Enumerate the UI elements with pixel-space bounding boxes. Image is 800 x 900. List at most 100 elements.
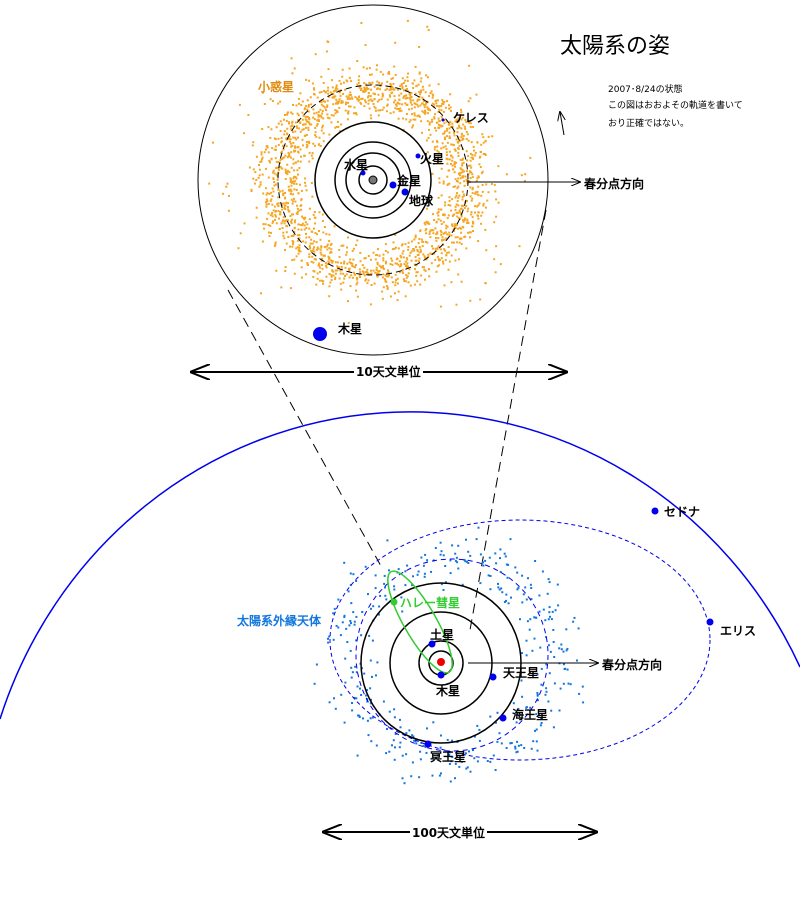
scatter-dot <box>369 717 372 720</box>
scatter-dot <box>351 709 354 712</box>
scatter-dot <box>303 218 306 221</box>
scatter-dot <box>304 118 307 121</box>
scatter-dot <box>313 112 316 115</box>
ceres-orbit <box>277 84 469 276</box>
scatter-dot <box>313 227 315 230</box>
scatter-dot <box>517 708 520 710</box>
scatter-dot <box>443 136 446 139</box>
scatter-dot <box>408 108 411 111</box>
scatter-dot <box>466 133 469 136</box>
scatter-dot <box>314 127 317 129</box>
sedna-label: セドナ <box>664 505 701 519</box>
scatter-dot <box>417 105 420 108</box>
scatter-dot <box>297 239 299 242</box>
scatter-dot <box>280 141 283 144</box>
scatter-dot <box>328 635 331 638</box>
scatter-dot <box>278 217 280 220</box>
scatter-dot <box>313 252 316 255</box>
scatter-dot <box>338 255 341 258</box>
scatter-dot <box>370 607 372 610</box>
scatter-dot <box>425 139 428 142</box>
scatter-dot <box>414 268 416 271</box>
scatter-dot <box>306 120 308 123</box>
scatter-dot <box>305 143 308 146</box>
scatter-dot <box>327 68 330 71</box>
scatter-dot <box>547 700 550 703</box>
scatter-dot <box>408 120 411 123</box>
scatter-dot <box>441 102 444 105</box>
scatter-dot <box>340 288 343 291</box>
scatter-dot <box>419 91 422 94</box>
scatter-dot <box>326 263 329 266</box>
scatter-dot <box>316 119 319 122</box>
scatter-dot <box>386 87 389 90</box>
scatter-dot <box>292 104 294 106</box>
scatter-dot <box>482 204 485 207</box>
scatter-dot <box>392 111 395 114</box>
scatter-dot <box>336 269 339 272</box>
scatter-dot <box>482 202 485 205</box>
scatter-dot <box>258 174 261 177</box>
scatter-dot <box>263 227 266 230</box>
scatter-dot <box>431 120 434 123</box>
scatter-dot <box>307 121 310 124</box>
scatter-dot <box>389 88 392 91</box>
scatter-dot <box>281 158 284 160</box>
scatter-dot <box>405 94 408 97</box>
scatter-dot <box>582 701 585 704</box>
scatter-dot <box>286 113 289 116</box>
scatter-dot <box>325 50 328 53</box>
scatter-dot <box>438 120 441 122</box>
scatter-dot <box>437 117 440 120</box>
scatter-dot <box>400 244 403 247</box>
scatter-dot <box>322 124 324 127</box>
scatter-dot <box>384 243 387 246</box>
scatter-dot <box>345 253 348 256</box>
scatter-dot <box>442 554 445 557</box>
scatter-dot <box>318 114 321 117</box>
scatter-dot <box>540 717 543 720</box>
scatter-dot <box>364 257 367 260</box>
scatter-dot <box>338 248 341 251</box>
scatter-dot <box>282 192 284 195</box>
scatter-dot <box>462 157 464 160</box>
scatter-dot <box>422 98 425 101</box>
scatter-dot <box>494 769 497 771</box>
scatter-dot <box>297 97 300 100</box>
scatter-dot <box>280 150 283 153</box>
scatter-dot <box>302 144 304 147</box>
scatter-dot <box>451 159 454 162</box>
scatter-dot <box>471 220 474 223</box>
scatter-dot <box>266 146 269 149</box>
scatter-dot <box>364 44 367 46</box>
scatter-dot <box>387 271 390 274</box>
scatter-dot <box>459 177 462 180</box>
scatter-dot <box>378 264 381 267</box>
scatter-dot <box>417 114 420 117</box>
scatter-dot <box>464 175 467 178</box>
scatter-dot <box>426 106 429 109</box>
scatter-dot <box>265 187 267 190</box>
scatter-dot <box>298 102 300 105</box>
scatter-dot <box>320 91 323 93</box>
scatter-dot <box>370 88 373 91</box>
scatter-dot <box>314 53 317 56</box>
scatter-dot <box>379 594 382 597</box>
scatter-dot <box>392 82 395 85</box>
scatter-dot <box>335 102 337 105</box>
scatter-dot <box>536 692 539 694</box>
uranus-label: 天王星 <box>503 666 540 680</box>
scatter-dot <box>354 665 357 668</box>
scatter-dot <box>355 615 358 618</box>
scatter-dot <box>360 102 363 105</box>
scatter-dot <box>460 207 463 210</box>
scatter-dot <box>393 88 396 91</box>
scatter-dot <box>455 224 458 227</box>
scatter-dot <box>386 103 389 106</box>
scatter-dot <box>430 570 432 573</box>
scatter-dot <box>498 732 501 735</box>
scatter-dot <box>467 550 470 553</box>
scatter-dot <box>461 168 464 171</box>
scatter-dot <box>382 700 385 703</box>
scatter-dot <box>406 564 409 567</box>
